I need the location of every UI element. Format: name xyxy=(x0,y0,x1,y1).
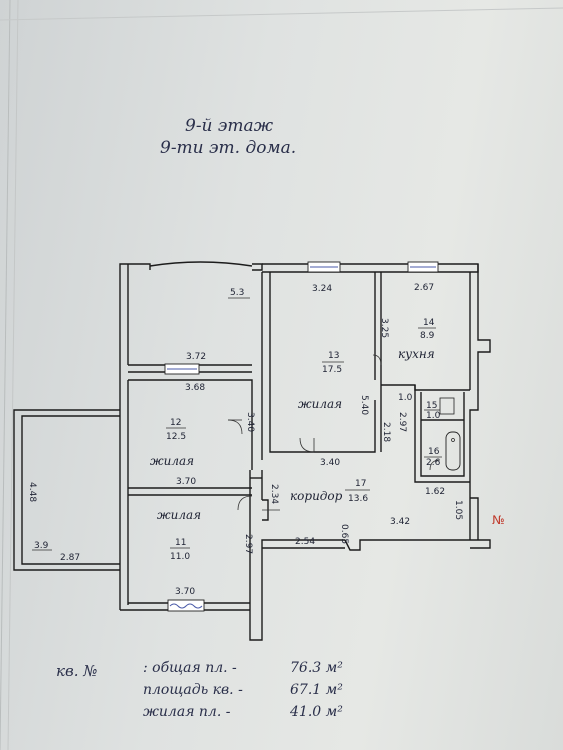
room16-number: 16 xyxy=(428,447,440,457)
corridor-dim-5: 3.42 xyxy=(390,517,410,527)
corridor-dim-2: 2.34 xyxy=(269,484,279,504)
room14-number: 14 xyxy=(423,318,435,328)
corridor-label: коридор xyxy=(290,489,343,503)
room14-dim-top: 2.67 xyxy=(414,283,434,293)
room12-dim-side: 3.40 xyxy=(245,412,255,432)
room12-number: 12 xyxy=(170,418,181,428)
room13-area: 17.5 xyxy=(322,365,342,375)
loggia xyxy=(13,409,120,571)
room14-label: кухня xyxy=(398,347,435,361)
corridor-dim-1: 2.18 xyxy=(381,422,391,442)
footer-living-value: 41.0 м² xyxy=(289,704,343,720)
room11-label: жилая xyxy=(157,508,201,522)
room13-label: жилая xyxy=(298,397,342,411)
bathtub-icon xyxy=(445,431,461,471)
room13-dim-bottom: 3.40 xyxy=(320,458,340,468)
corridor-dim-4: 1.05 xyxy=(453,500,463,520)
paper-edge-left xyxy=(0,0,11,750)
windows xyxy=(164,261,439,612)
room16-area: 2.6 xyxy=(426,458,441,468)
balcony-dim-width: 3.72 xyxy=(186,352,206,362)
room12-label: жилая xyxy=(150,454,194,468)
room11-dim-bottom: 3.70 xyxy=(175,587,195,597)
footer-living-label: жилая пл. - xyxy=(143,704,231,720)
loggia-dim-bottom: 2.87 xyxy=(60,553,80,563)
paper-edge-top xyxy=(0,7,563,21)
room15-area: 1.0 xyxy=(426,411,441,421)
room11-area: 11.0 xyxy=(170,552,190,562)
room14-dim-side: 3.25 xyxy=(379,318,389,338)
corridor-number: 17 xyxy=(355,479,366,489)
apartment-number-mark: № xyxy=(492,513,504,527)
loggia-area: 3.9 xyxy=(34,541,49,551)
corridor-dim-7: 0.65 xyxy=(339,524,349,544)
room13-dim-top: 3.24 xyxy=(312,284,332,294)
doors xyxy=(227,354,441,511)
header-building: 9-ти эт. дома. xyxy=(160,138,296,158)
balcony-area: 5.3 xyxy=(230,288,244,298)
toilet-icon xyxy=(439,397,455,415)
corridor-dim-3: 1.62 xyxy=(425,487,445,497)
room14-area: 8.9 xyxy=(420,331,435,341)
corridor-dim-6: 2.54 xyxy=(295,537,315,547)
room15-dim: 1.0 xyxy=(398,393,413,403)
paper-edge-left-2 xyxy=(7,0,19,750)
room15-number: 15 xyxy=(426,401,437,411)
footer-flat-label: площадь кв. - xyxy=(143,682,243,698)
footer-apt: кв. № xyxy=(56,662,97,680)
footer-total-value: 76.3 м² xyxy=(290,660,343,676)
room11-dim-side: 2.97 xyxy=(243,534,253,554)
corridor-area: 13.6 xyxy=(348,494,368,504)
room16-dim: 2.97 xyxy=(397,412,407,432)
room11-number: 11 xyxy=(175,538,186,548)
loggia-dim-side: 4.48 xyxy=(27,482,37,502)
room12-dim-top: 3.68 xyxy=(185,383,205,393)
room12-dim-bottom: 3.70 xyxy=(176,477,196,487)
header-floor: 9-й этаж xyxy=(185,116,274,136)
room13-dim-side: 5.40 xyxy=(359,395,369,415)
footer-flat-value: 67.1 м² xyxy=(290,682,343,698)
footer-total-label: : общая пл. - xyxy=(143,660,237,676)
room13-number: 13 xyxy=(328,351,339,361)
room12-area: 12.5 xyxy=(166,432,186,442)
